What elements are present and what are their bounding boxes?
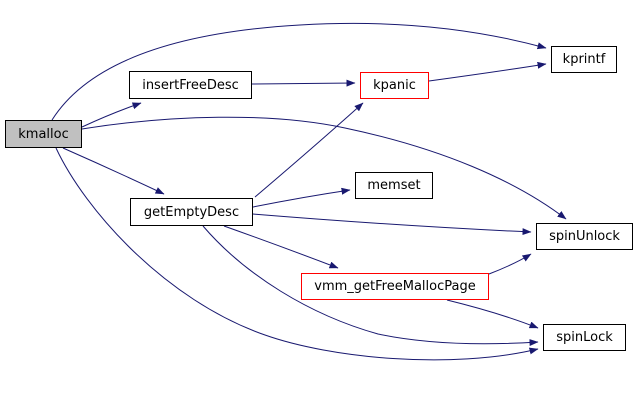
edge-getEmptyDesc-kpanic: [254, 102, 364, 198]
edge-vmm_getFreeMallocPage-spinUnlock: [488, 253, 532, 275]
node-spinLock-label: spinLock: [556, 330, 613, 345]
edge-kmalloc-insertFreeDesc: [81, 102, 142, 128]
node-memset[interactable]: memset: [355, 172, 433, 199]
node-memset-label: memset: [367, 178, 421, 193]
edge-kmalloc-kprintf: [51, 22, 547, 121]
node-spinUnlock-label: spinUnlock: [549, 229, 620, 244]
edge-vmm_getFreeMallocPage-spinLock: [446, 299, 539, 329]
node-kprintf-label: kprintf: [562, 52, 606, 67]
node-spinUnlock[interactable]: spinUnlock: [536, 223, 633, 250]
edge-getEmptyDesc-vmm_getFreeMallocPage: [223, 225, 339, 269]
node-vmm_getFreeMallocPage[interactable]: vmm_getFreeMallocPage: [301, 273, 489, 300]
node-getEmptyDesc-label: getEmptyDesc: [143, 204, 240, 220]
edge-getEmptyDesc-memset: [252, 187, 351, 208]
node-insertFreeDesc-label: insertFreeDesc: [142, 77, 239, 93]
node-kprintf[interactable]: kprintf: [551, 46, 617, 73]
edge-insertFreeDesc-kpanic: [251, 79, 356, 87]
node-getEmptyDesc[interactable]: getEmptyDesc: [130, 198, 253, 226]
node-kmalloc-label: kmalloc: [18, 126, 69, 142]
node-vmm_getFreeMallocPage-label: vmm_getFreeMallocPage: [314, 279, 476, 294]
node-kmalloc: kmalloc: [5, 120, 82, 148]
edge-kpanic-kprintf: [428, 61, 547, 82]
edge-kmalloc-spinUnlock: [81, 116, 567, 220]
node-insertFreeDesc[interactable]: insertFreeDesc: [129, 71, 252, 99]
edge-getEmptyDesc-spinUnlock: [252, 213, 532, 236]
node-spinLock[interactable]: spinLock: [543, 324, 626, 351]
node-kpanic-label: kpanic: [373, 78, 416, 93]
node-kpanic[interactable]: kpanic: [360, 72, 429, 99]
edge-kmalloc-getEmptyDesc: [62, 147, 165, 195]
edge-getEmptyDesc-spinLock: [202, 225, 539, 347]
edge-kmalloc-spinLock: [55, 147, 539, 361]
